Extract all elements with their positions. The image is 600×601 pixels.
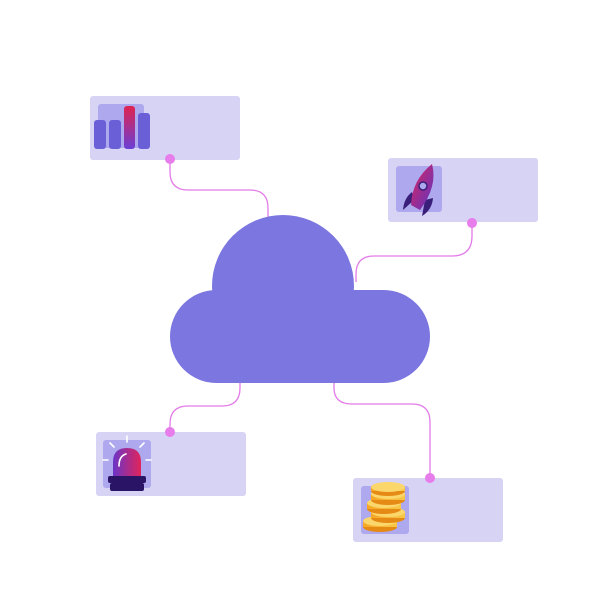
bar-chart-icon: [94, 104, 150, 149]
connector-payments: [333, 382, 431, 478]
rocket-icon: [396, 164, 442, 216]
connector-nodes: [165, 154, 477, 483]
cloud-icon: [170, 215, 430, 383]
node-dot-alert: [165, 427, 175, 437]
node-dot-launch: [467, 218, 477, 228]
card-alert[interactable]: [96, 432, 246, 496]
card-analytics[interactable]: [90, 96, 240, 160]
node-dot-payments: [425, 473, 435, 483]
coin-stack-icon: [361, 482, 409, 534]
connector-launch: [355, 222, 473, 282]
card-launch[interactable]: [388, 158, 538, 222]
node-dot-analytics: [165, 154, 175, 164]
connectors: [169, 158, 473, 478]
card-payments[interactable]: [353, 478, 503, 542]
siren-icon: [102, 435, 152, 491]
connector-analytics: [169, 158, 269, 222]
connector-alert: [169, 380, 241, 432]
